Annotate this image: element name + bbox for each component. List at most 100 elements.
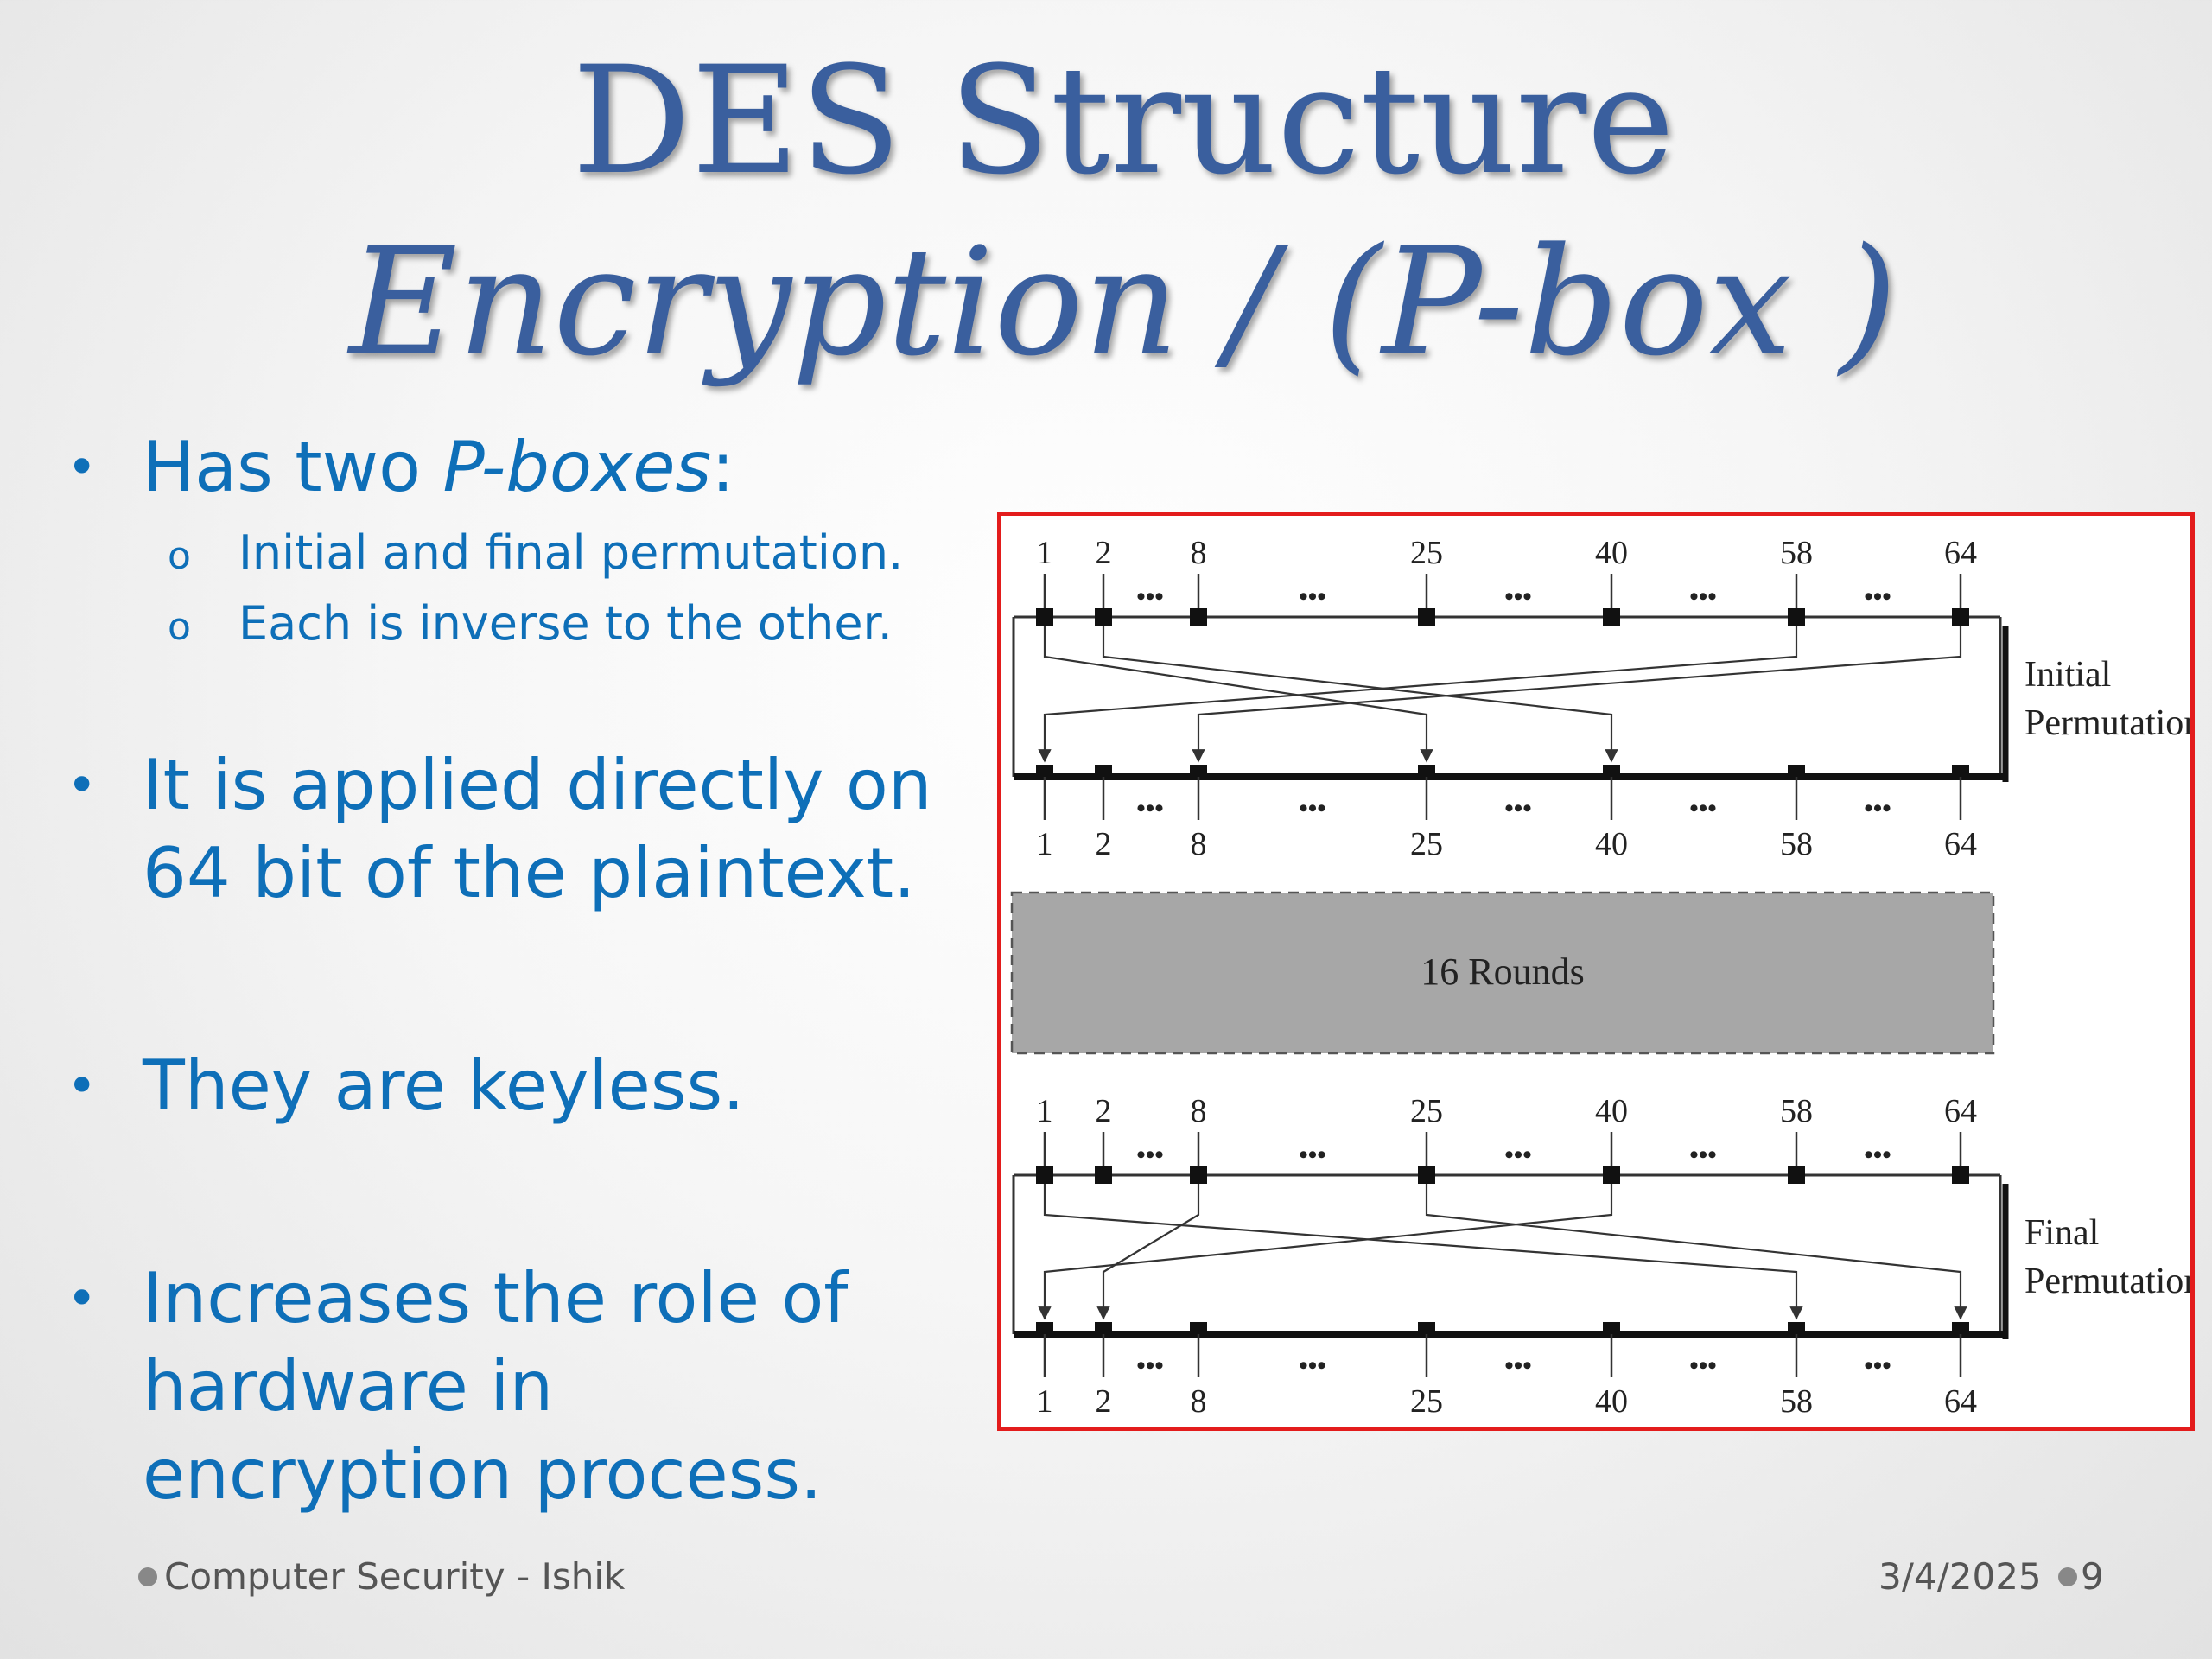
initial-wire [1192,626,1962,763]
initial-input-node [1036,608,1053,626]
final-output-label: 64 [1944,1383,1977,1420]
initial-input-label: 64 [1944,535,1977,571]
final-input-label: 25 [1410,1093,1443,1129]
footer-right: 3/4/2025 9 [1878,1555,2104,1598]
final-output-label: 8 [1191,1383,1207,1420]
initial-side-label: Permutation [2024,703,2190,743]
bullet-4: • Increases the role of hardware in encr… [67,1255,848,1519]
initial-output-node [1418,765,1435,777]
initial-input-ellipsis: ••• [1689,582,1717,611]
initial-side-label: Initial [2024,655,2111,695]
rounds-label: 16 Rounds [1421,950,1584,993]
initial-output-label: 58 [1780,826,1813,862]
final-input-node [1952,1166,1969,1184]
final-output-label: 25 [1410,1383,1443,1420]
initial-output-ellipsis: ••• [1689,794,1717,823]
final-input-label: 2 [1096,1093,1112,1129]
bullet-1: • Has two P-boxes: [67,423,734,512]
initial-input-ellipsis: ••• [1136,582,1164,611]
initial-input-node [1952,608,1969,626]
initial-input-ellipsis: ••• [1864,582,1891,611]
final-output-ellipsis: ••• [1299,1351,1326,1380]
final-wire [1038,1184,1613,1320]
initial-input-ellipsis: ••• [1299,582,1326,611]
final-output-label: 2 [1096,1383,1112,1420]
slide-subtitle: Encryption / (P-box ) [349,215,1897,389]
final-input-node [1036,1166,1053,1184]
final-side-label: Final [2024,1213,2099,1253]
final-input-ellipsis: ••• [1136,1141,1164,1169]
initial-output-label: 2 [1096,826,1112,862]
final-output-ellipsis: ••• [1136,1351,1164,1380]
final-wire [1096,1184,1200,1320]
initial-input-node [1603,608,1620,626]
initial-input-ellipsis: ••• [1504,582,1532,611]
footer-dot [2058,1567,2077,1586]
initial-input-node [1095,608,1112,626]
final-input-label: 8 [1191,1093,1207,1129]
sub-bullet-1: o Initial and final permutation. [168,525,904,580]
final-output-node [1095,1322,1112,1334]
final-input-node [1603,1166,1620,1184]
bullet-dot: • [67,1056,98,1116]
initial-input-node [1788,608,1805,626]
footer-left: Computer Security - Ishik [138,1555,625,1598]
initial-output-node [1788,765,1805,777]
initial-input-node [1418,608,1435,626]
final-input-node [1788,1166,1805,1184]
bullet-emphasis: P-boxes [442,427,712,507]
initial-input-label: 25 [1410,535,1443,571]
initial-output-ellipsis: ••• [1136,794,1164,823]
initial-input-node [1190,608,1207,626]
final-input-node [1190,1166,1207,1184]
initial-input-label: 58 [1780,535,1813,571]
bullet-2: • It is applied directly on 64 bit of th… [67,741,932,918]
final-input-node [1418,1166,1435,1184]
initial-wire [1102,626,1618,763]
final-input-ellipsis: ••• [1689,1141,1717,1169]
final-input-label: 58 [1780,1093,1813,1129]
rounds-block [1010,891,1995,1055]
initial-input-label: 8 [1191,535,1207,571]
final-input-label: 1 [1037,1093,1053,1129]
initial-output-label: 64 [1944,826,1977,862]
p-box-diagram: 1 1 2 2 8 8 25 25 40 40 58 58 64 64 ••• ••• ••• ••• ••• •••… [997,512,2195,1431]
final-output-label: 40 [1595,1383,1628,1420]
final-output-label: 58 [1780,1383,1813,1420]
final-input-ellipsis: ••• [1299,1141,1326,1169]
final-output-node [1603,1322,1620,1334]
initial-input-label: 40 [1595,535,1628,571]
final-input-label: 64 [1944,1093,1977,1129]
final-output-node [1190,1322,1207,1334]
final-output-node [1036,1322,1053,1334]
initial-output-ellipsis: ••• [1864,794,1891,823]
initial-output-node [1190,765,1207,777]
final-output-label: 1 [1037,1383,1053,1420]
final-wire [1425,1184,1967,1320]
bullet-3: • They are keyless. [67,1042,745,1130]
final-input-ellipsis: ••• [1504,1141,1532,1169]
initial-output-ellipsis: ••• [1504,794,1532,823]
final-output-ellipsis: ••• [1689,1351,1717,1380]
final-input-ellipsis: ••• [1864,1141,1891,1169]
sub-bullet-2: o Each is inverse to the other. [168,596,893,651]
initial-input-label: 2 [1096,535,1112,571]
initial-wire [1038,626,1798,763]
final-side-label: Permutation [2024,1262,2190,1301]
bullet-dot: • [67,755,98,816]
initial-input-label: 1 [1037,535,1053,571]
final-input-node [1095,1166,1112,1184]
initial-output-label: 25 [1410,826,1443,862]
initial-output-label: 40 [1595,826,1628,862]
initial-output-node [1603,765,1620,777]
initial-output-label: 8 [1191,826,1207,862]
final-output-ellipsis: ••• [1864,1351,1891,1380]
initial-output-ellipsis: ••• [1299,794,1326,823]
final-output-node [1418,1322,1435,1334]
bullet-dot: • [67,1268,98,1329]
final-output-ellipsis: ••• [1504,1351,1532,1380]
slide-title: DES Structure [571,34,1675,207]
final-output-node [1788,1322,1805,1334]
footer-dot [138,1567,157,1586]
initial-output-label: 1 [1037,826,1053,862]
